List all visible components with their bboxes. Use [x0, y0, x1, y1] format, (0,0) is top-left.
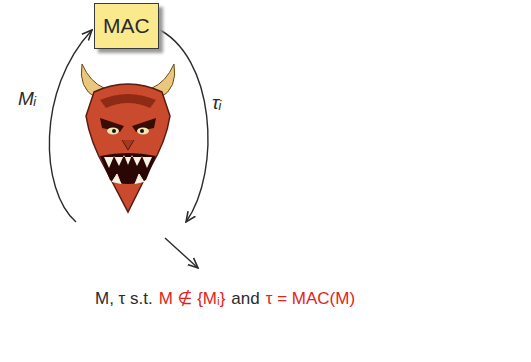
output-text: M, τ s.t. — [95, 289, 153, 309]
query-arrow — [49, 30, 92, 222]
query-label: Mᵢ — [18, 88, 36, 110]
mac-box: MAC — [94, 3, 159, 49]
output-text: and — [231, 289, 259, 309]
forgery-condition: τ = MAC(M) — [266, 289, 355, 309]
box-label: MAC — [103, 14, 150, 38]
output-arrow — [165, 238, 198, 268]
answer-label: τᵢ — [212, 92, 221, 114]
forgery-condition: M ∉ {Mᵢ} — [159, 288, 226, 309]
adversary-devil — [81, 64, 174, 212]
output-line: M, τ s.t. M ∉ {Mᵢ}and τ = MAC(M) — [95, 288, 355, 309]
